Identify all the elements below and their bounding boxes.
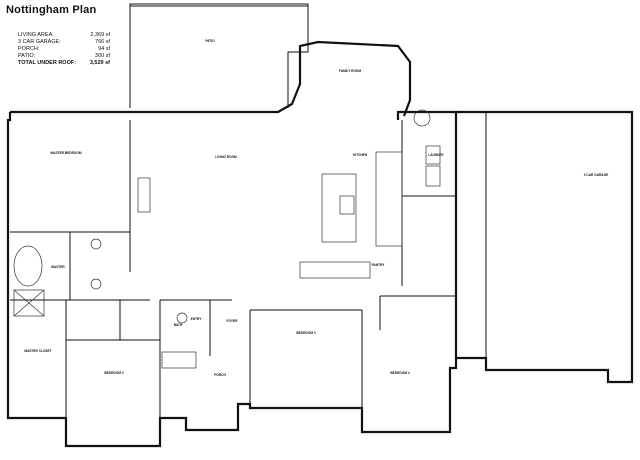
area-label: LIVING AREA: [18,32,54,38]
utility-sink [413,109,431,127]
room-name-garage: 3 CAR GARAGE [584,173,608,177]
room-name-master-bath: MASTER [51,265,65,269]
fireplace [137,177,151,213]
area-value: 3,529 sf [89,60,110,66]
patio-outline [129,3,309,108]
room-name-entry: ENTRY [191,317,203,321]
area-row-patio: PATIO: 300 sf [18,53,110,60]
kitchen-counters [299,151,403,279]
area-value: 766 sf [95,39,110,45]
rear-wall [10,40,412,117]
interior-walls [10,120,456,418]
room-labels: PATIO FAMILY ROOM MASTER BEDROOM LIVING … [24,39,608,377]
house-outer-wall [6,110,458,448]
plan-title: Nottingham Plan [6,4,97,16]
room-name-bedroom-3: BEDROOM 3 [296,331,316,335]
area-row-porch: PORCH: 94 sf [18,46,110,53]
garage-wall [456,110,634,384]
area-row-garage: 3 CAR GARAGE: 766 sf [18,39,110,46]
area-label: 3 CAR GARAGE: [18,39,61,45]
area-value: 2,369 sf [90,32,110,38]
room-name-master-closet: MASTER CLOSET [24,349,51,353]
room-name-porch: PORCH [214,373,226,377]
area-value: 300 sf [95,53,110,59]
room-name-bath: BATH [174,323,183,327]
area-label: PORCH: [18,46,40,52]
master-shower [13,289,45,317]
room-name-living-room: LIVING ROOM [215,155,237,159]
area-table: LIVING AREA: 2,369 sf 3 CAR GARAGE: 766 … [18,32,110,67]
area-row-total: TOTAL UNDER ROOF: 3,529 sf [18,60,110,67]
master-tub [13,245,43,287]
area-row-living: LIVING AREA: 2,369 sf [18,32,110,39]
area-label: PATIO: [18,53,36,59]
room-name-laundry: LAUNDRY [428,153,444,157]
room-name-master-bedroom: MASTER BEDROOM [51,151,82,155]
room-name-family-room: FAMILY ROOM [339,69,361,73]
area-value: 94 sf [98,46,110,52]
room-name-patio: PATIO [205,39,215,43]
area-label: TOTAL UNDER ROOF: [18,60,77,66]
room-name-bedroom-4: BEDROOM 4 [390,371,410,375]
hall-tub [161,351,197,369]
room-name-pantry: PANTRY [372,263,386,267]
room-name-bedroom-2: BEDROOM 2 [104,371,124,375]
bath-fixtures [13,109,431,369]
room-name-foyer: FOYER [227,319,239,323]
room-name-kitchen: KITCHEN [353,153,368,157]
laundry-machines [425,145,441,187]
